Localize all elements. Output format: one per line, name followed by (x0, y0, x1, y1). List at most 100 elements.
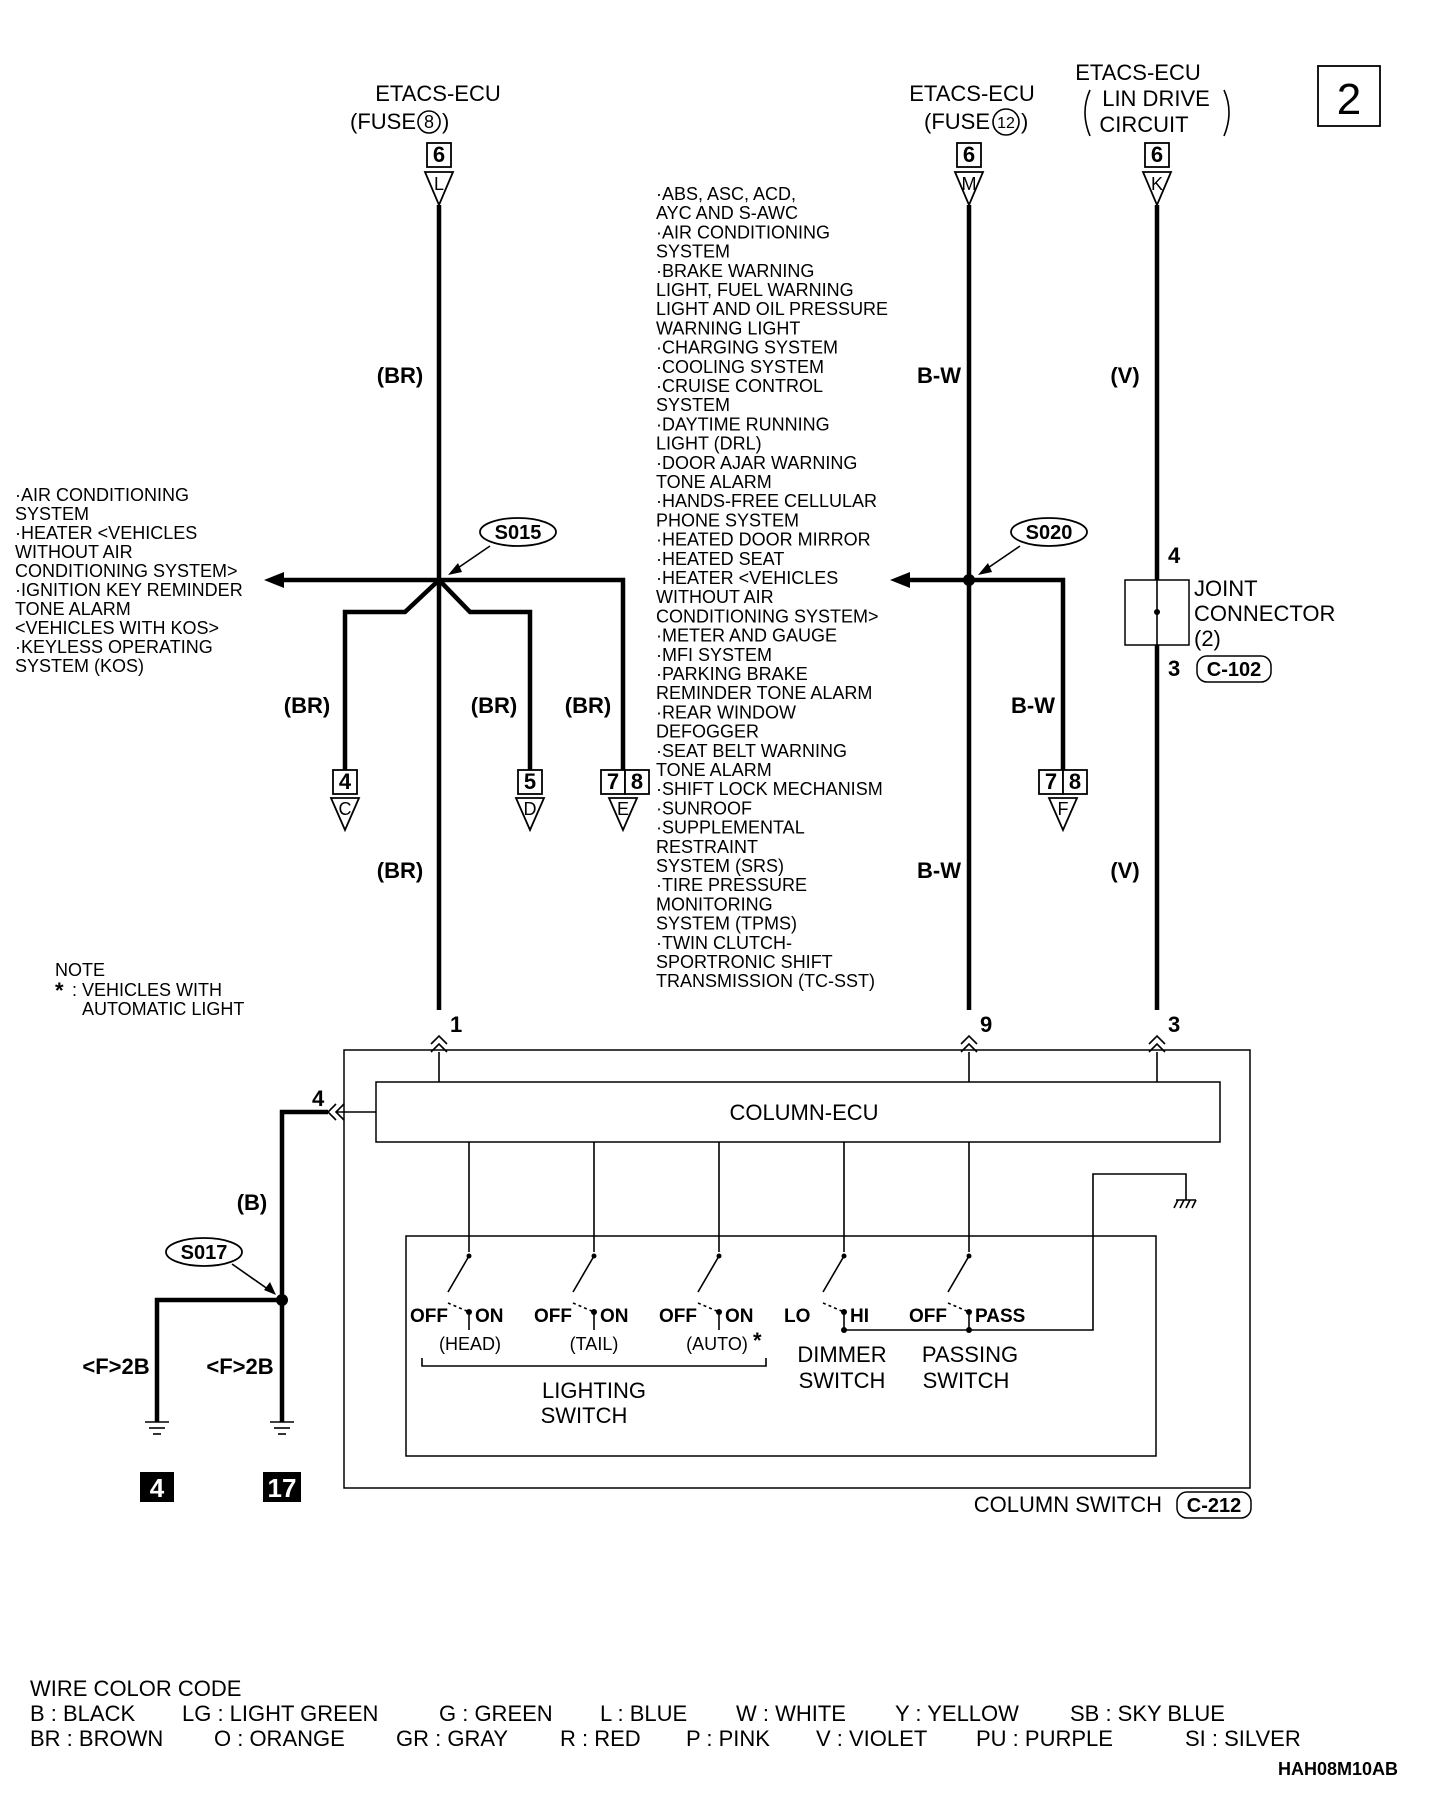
terminal-e: 7 8 E (600, 769, 650, 833)
terminal-e-pin-b-box (624, 769, 650, 795)
switch-passing: OFF PASS PASSING SWITCH (909, 1253, 1025, 1393)
switch-tail-label: (TAIL) (570, 1334, 619, 1354)
source-2-close-paren: ) (1021, 109, 1028, 134)
switch-blade (947, 1255, 970, 1293)
switch-blade (697, 1255, 720, 1293)
terminal-c-pin: 4 (339, 769, 352, 794)
center-system-line: REMINDER TONE ALARM (656, 683, 872, 703)
center-system-line: ·SEAT BELT WARNING (656, 741, 847, 761)
passing-name2: SWITCH (923, 1368, 1010, 1393)
left-system-line: SYSTEM (KOS) (15, 656, 144, 676)
switch-tail-on: ON (600, 1306, 629, 1327)
center-system-line: TRANSMISSION (TC-SST) (656, 971, 875, 991)
note-star: * (55, 978, 64, 1003)
arrow-left-icon (264, 572, 284, 588)
center-system-line: ·DAYTIME RUNNING (656, 414, 830, 434)
switch-blade (822, 1255, 845, 1293)
left-system-line: TONE ALARM (15, 599, 131, 619)
connector-triangle-icon (607, 797, 639, 833)
center-system-line: SYSTEM (656, 395, 730, 415)
switch-dimmer-lo: LO (784, 1306, 810, 1327)
left-system-line: ·IGNITION KEY REMINDER (15, 580, 243, 600)
center-system-line: TONE ALARM (656, 472, 772, 492)
splice-dot (963, 574, 975, 586)
wire-branch-e (439, 577, 626, 770)
joint-line1: JOINT (1194, 576, 1258, 601)
dimmer-name1: DIMMER (797, 1342, 886, 1367)
center-system-line: ·TWIN CLUTCH- (656, 933, 792, 953)
wire-label-bw-lower: B-W (917, 858, 961, 883)
switch-head-on: ON (475, 1306, 504, 1327)
ground-number-17: 17 (268, 1473, 297, 1503)
ground-wire-17: <F>2B (206, 1354, 273, 1379)
leader-arrow-icon (978, 563, 992, 575)
center-system-line: LIGHT AND OIL PRESSURE (656, 299, 888, 319)
source-3-conn: K (1151, 174, 1163, 194)
joint-line2: CONNECTOR (1194, 601, 1335, 626)
wire-color-code: WIRE COLOR CODE B : BLACK LG : LIGHT GRE… (30, 1676, 1301, 1751)
switch-tail-off: OFF (534, 1306, 572, 1327)
center-system-line: ·AIR CONDITIONING (656, 222, 830, 242)
contact-dash (447, 1302, 470, 1313)
color-code-item: O : ORANGE (214, 1726, 345, 1751)
connector-triangle-icon (329, 797, 361, 833)
wire-label-branch-d: (BR) (471, 693, 517, 718)
wire-label-b: (B) (237, 1190, 268, 1215)
wire-b-ground (279, 1109, 328, 1300)
dimmer-name2: SWITCH (799, 1368, 886, 1393)
color-code-item: SI : SILVER (1185, 1726, 1301, 1751)
connector-triangle-icon (1047, 797, 1079, 833)
splice-s020-branches: S020 (890, 517, 1088, 770)
switch-passing-pass: PASS (975, 1306, 1025, 1327)
source-2-fuse-label: (FUSE (924, 109, 990, 134)
left-system-line: ·HEATER <VEHICLES (15, 523, 197, 543)
terminal-d-pin-box (517, 769, 543, 795)
switch-head: OFF ON (HEAD) (410, 1253, 504, 1354)
wire-label-br-upper: (BR) (377, 363, 423, 388)
contact-dash (947, 1302, 970, 1313)
ground-symbol-icon (145, 1421, 169, 1435)
source-2-pin-box (956, 142, 982, 168)
joint-code-box (1196, 655, 1272, 683)
switch-common-line (844, 1173, 1187, 1331)
column-ecu-label: COLUMN-ECU (729, 1100, 878, 1125)
color-code-item: L : BLUE (600, 1701, 687, 1726)
joint-line3: (2) (1194, 626, 1221, 651)
center-system-line: ·CRUISE CONTROL (656, 376, 823, 396)
source-lin-drive: ETACS-ECU LIN DRIVE CIRCUIT 6 K (1075, 60, 1230, 208)
center-system-line: ·SHIFT LOCK MECHANISM (656, 779, 883, 799)
source-2-title: ETACS-ECU (909, 81, 1035, 106)
center-system-line: SPORTRONIC SHIFT (656, 952, 833, 972)
color-code-item: SB : SKY BLUE (1070, 1701, 1225, 1726)
source-fuse-8: ETACS-ECU (FUSE 8 ) 6 L (350, 81, 501, 208)
center-system-line: ·MFI SYSTEM (656, 645, 772, 665)
column-switch-label: COLUMN SWITCH (974, 1492, 1162, 1517)
switch-tail: OFF ON (TAIL) (534, 1253, 629, 1354)
center-system-line: ·REAR WINDOW (656, 702, 796, 722)
center-system-line: ·METER AND GAUGE (656, 626, 837, 646)
splice-s017-label: S017 (181, 1242, 228, 1264)
center-system-line: ·HEATED SEAT (656, 549, 784, 569)
connector-triangle-icon (953, 171, 985, 208)
center-system-line: SYSTEM (SRS) (656, 856, 784, 876)
center-system-line: ·CHARGING SYSTEM (656, 338, 838, 358)
ground-wire-4: <F>2B (82, 1354, 149, 1379)
connector-triangle-icon (514, 797, 546, 833)
center-system-line: ·HEATED DOOR MIRROR (656, 530, 871, 550)
terminal-f: 7 8 F (1038, 769, 1088, 833)
center-system-line: LIGHT, FUEL WARNING (656, 280, 854, 300)
arrow-left-icon (890, 572, 910, 588)
source-1-pin: 6 (433, 142, 445, 167)
column-switch-code: C-212 (1187, 1495, 1241, 1517)
connector-triangle-icon (1141, 171, 1173, 208)
terminal-d-pin: 5 (524, 769, 536, 794)
terminal-c-pin-box (332, 769, 358, 795)
source-2-fuse-number: 12 (997, 115, 1015, 132)
source-1-conn: L (434, 174, 444, 194)
center-system-line: ·HEATER <VEHICLES (656, 568, 838, 588)
wire-label-branch-c: (BR) (284, 693, 330, 718)
note-line2: AUTOMATIC LIGHT (82, 999, 244, 1019)
joint-bottom-pin: 3 (1168, 656, 1180, 681)
color-code-item: R : RED (560, 1726, 641, 1751)
switch-auto-off: OFF (659, 1306, 697, 1327)
